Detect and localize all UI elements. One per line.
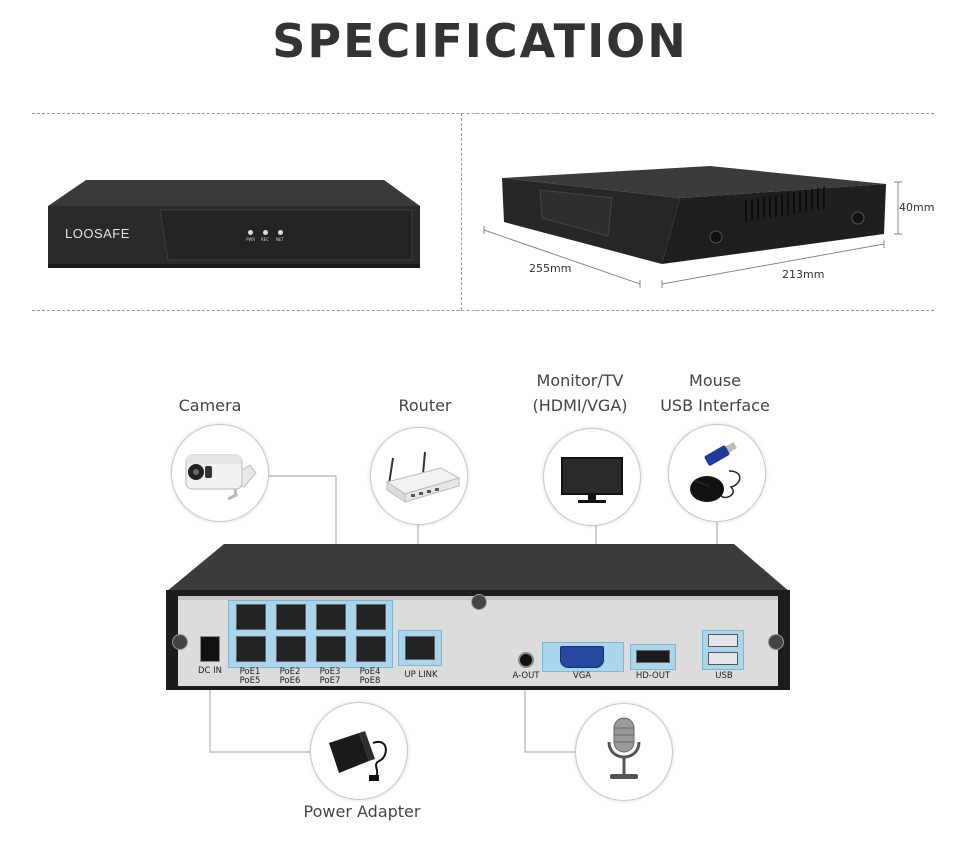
poe-label-3: PoE3 <box>319 667 341 677</box>
mouse-icon <box>690 442 741 502</box>
vga-port <box>560 646 604 668</box>
aout-label: A-OUT <box>512 671 540 681</box>
poe8-port <box>356 636 386 662</box>
net-led <box>278 230 283 235</box>
depth-dimension: 255mm <box>529 262 572 275</box>
monitor-circle <box>543 428 641 526</box>
nvr-angled-view: 255mm 213mm 40mm <box>480 160 950 300</box>
poe1-port <box>236 604 266 630</box>
poe-label-2: PoE2 <box>279 667 301 677</box>
usb-port-1 <box>708 634 738 647</box>
center-divider <box>461 113 462 310</box>
vga-label: VGA <box>572 671 592 681</box>
hdout-label: HD-OUT <box>635 671 671 681</box>
camera-icon <box>185 454 257 501</box>
dc-in-port <box>200 636 220 662</box>
usb-port-2 <box>708 652 738 665</box>
uplink-port <box>405 636 435 660</box>
poe7-port <box>316 636 346 662</box>
height-dimension: 40mm <box>899 201 935 214</box>
poe-label-8: PoE8 <box>359 676 381 686</box>
camera-circle <box>171 424 269 522</box>
poe-label-5: PoE5 <box>239 676 261 686</box>
power-adapter-icon <box>329 731 387 781</box>
nvr-front-view: LOOSAFE PWR REC NET <box>48 180 420 270</box>
rec-led <box>263 230 268 235</box>
poe-label-7: PoE7 <box>319 676 341 686</box>
dc-in-label: DC IN <box>197 666 223 676</box>
monitor-label-2: (HDMI/VGA) <box>532 396 628 415</box>
poe3-port <box>316 604 346 630</box>
monitor-label-1: Monitor/TV <box>536 371 624 390</box>
poe-label-6: PoE6 <box>279 676 301 686</box>
router-circle <box>370 427 468 525</box>
poe-label-4: PoE4 <box>359 667 381 677</box>
usb-label: USB <box>715 671 733 681</box>
screw-right <box>768 634 784 650</box>
mouse-circle <box>668 424 766 522</box>
mouse-label-2: USB Interface <box>660 396 770 415</box>
poe4-port <box>356 604 386 630</box>
monitor-icon <box>561 457 623 503</box>
camera-label: Camera <box>178 396 242 415</box>
net-led-label: NET <box>276 237 284 242</box>
rec-led-label: REC <box>261 237 270 242</box>
uplink-label: UP LINK <box>404 670 438 680</box>
poe2-port <box>276 604 306 630</box>
microphone-circle <box>575 703 673 801</box>
poe6-port <box>276 636 306 662</box>
top-divider <box>32 113 934 114</box>
page-title: SPECIFICATION <box>272 14 688 68</box>
bottom-divider <box>32 310 934 311</box>
power-adapter-label: Power Adapter <box>303 802 421 821</box>
width-dimension: 213mm <box>782 268 825 281</box>
router-label: Router <box>398 396 452 415</box>
microphone-icon <box>607 717 641 779</box>
screw-top <box>471 594 487 610</box>
power-adapter-circle <box>310 702 408 800</box>
router-icon <box>385 451 461 503</box>
hdmi-port <box>636 650 670 663</box>
brand-logo: LOOSAFE <box>65 226 130 241</box>
screw-left <box>172 634 188 650</box>
pwr-led-label: PWR <box>246 237 256 242</box>
mouse-label-1: Mouse <box>689 371 741 390</box>
poe-label-1: PoE1 <box>239 667 261 677</box>
pwr-led <box>248 230 253 235</box>
aout-jack <box>518 652 534 668</box>
poe5-port <box>236 636 266 662</box>
